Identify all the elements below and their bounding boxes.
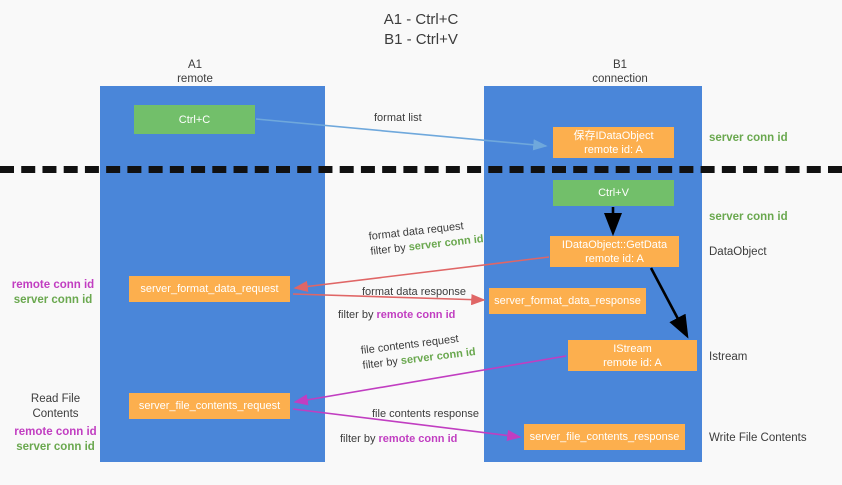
box-server-format-data-response-label: server_format_data_response	[494, 295, 641, 307]
box-server-file-contents-response-label: server_file_contents_response	[529, 431, 680, 443]
note-istream: Istream	[709, 351, 748, 363]
title-line-1: A1 - Ctrl+C	[383, 11, 459, 28]
filter-prefix: filter by	[340, 433, 379, 445]
box-server-format-data-response[interactable]: server_format_data_response	[489, 288, 646, 314]
label-format-list: format list	[374, 111, 422, 126]
note-conn-ids-upper: remote conn id server conn id	[8, 278, 98, 308]
box-ctrl-c[interactable]: Ctrl+C	[134, 105, 255, 134]
note-dataobject: DataObject	[709, 246, 767, 258]
box-getdata-line1: IDataObject::GetData	[561, 238, 668, 251]
note-read-file-contents: Read File Contents	[30, 393, 81, 420]
note-remote-conn-id: remote conn id	[14, 426, 97, 438]
lane-header-b1: B1 connection	[545, 58, 695, 86]
lane-b1-name: B1	[612, 59, 628, 71]
label-format-data-request: format data request filter by server con…	[368, 217, 484, 260]
box-save-idataobject-line2: remote id: A	[584, 143, 643, 156]
label-file-contents-response: file contents response filter by remote …	[340, 407, 480, 447]
box-save-idataobject[interactable]: 保存IDataObject remote id: A	[553, 127, 674, 158]
note-server-conn-id-top: server conn id	[709, 132, 788, 144]
filter-tag-remote-conn-id: remote conn id	[378, 433, 458, 445]
note-server-conn-id: server conn id	[13, 294, 93, 306]
note-read-file-contents-group: Read File Contents remote conn id server…	[8, 392, 103, 455]
phase-divider	[0, 166, 842, 173]
box-server-file-contents-response[interactable]: server_file_contents_response	[524, 424, 685, 450]
box-ctrl-c-label: Ctrl+C	[178, 113, 211, 126]
box-save-idataobject-line1: 保存IDataObject	[573, 129, 654, 142]
filter-tag-remote-conn-id: remote conn id	[376, 309, 456, 321]
box-server-file-contents-request[interactable]: server_file_contents_request	[129, 393, 290, 419]
box-istream-line1: IStream	[613, 342, 652, 355]
box-server-file-contents-request-label: server_file_contents_request	[138, 400, 281, 412]
box-istream-line2: remote id: A	[603, 356, 662, 369]
note-write-file-contents: Write File Contents	[709, 432, 807, 444]
note-server-conn-id: server conn id	[16, 441, 95, 453]
label-format-data-response-line1: format data response	[362, 286, 466, 298]
box-istream[interactable]: IStream remote id: A	[568, 340, 697, 371]
page-title: A1 - Ctrl+C B1 - Ctrl+V	[0, 10, 842, 50]
box-server-format-data-request[interactable]: server_format_data_request	[129, 276, 290, 302]
title-line-2: B1 - Ctrl+V	[384, 31, 458, 48]
box-idataobject-getdata[interactable]: IDataObject::GetData remote id: A	[550, 236, 679, 267]
label-file-contents-response-line1: file contents response	[372, 408, 480, 420]
lane-a1-name: A1	[187, 59, 203, 71]
lane-b1-role: connection	[592, 73, 648, 85]
lane-a1-role: remote	[177, 73, 213, 85]
lane-header-a1: A1 remote	[120, 58, 270, 86]
box-ctrl-v-label: Ctrl+V	[598, 187, 629, 199]
label-format-list-text: format list	[374, 112, 422, 124]
filter-prefix: filter by	[361, 355, 402, 372]
filter-prefix: filter by	[338, 309, 377, 321]
label-file-contents-response-line2: filter by remote conn id	[340, 432, 479, 447]
box-getdata-line2: remote id: A	[585, 252, 644, 265]
filter-prefix: filter by	[369, 241, 410, 258]
label-format-data-response: format data response filter by remote co…	[338, 285, 466, 323]
note-server-conn-id-mid: server conn id	[709, 211, 788, 223]
box-server-format-data-request-label: server_format_data_request	[140, 283, 279, 295]
label-file-contents-request: file contents request filter by server c…	[360, 330, 477, 374]
label-format-data-response-line2: filter by remote conn id	[338, 308, 466, 323]
note-remote-conn-id: remote conn id	[11, 279, 95, 291]
box-ctrl-v[interactable]: Ctrl+V	[553, 180, 674, 206]
